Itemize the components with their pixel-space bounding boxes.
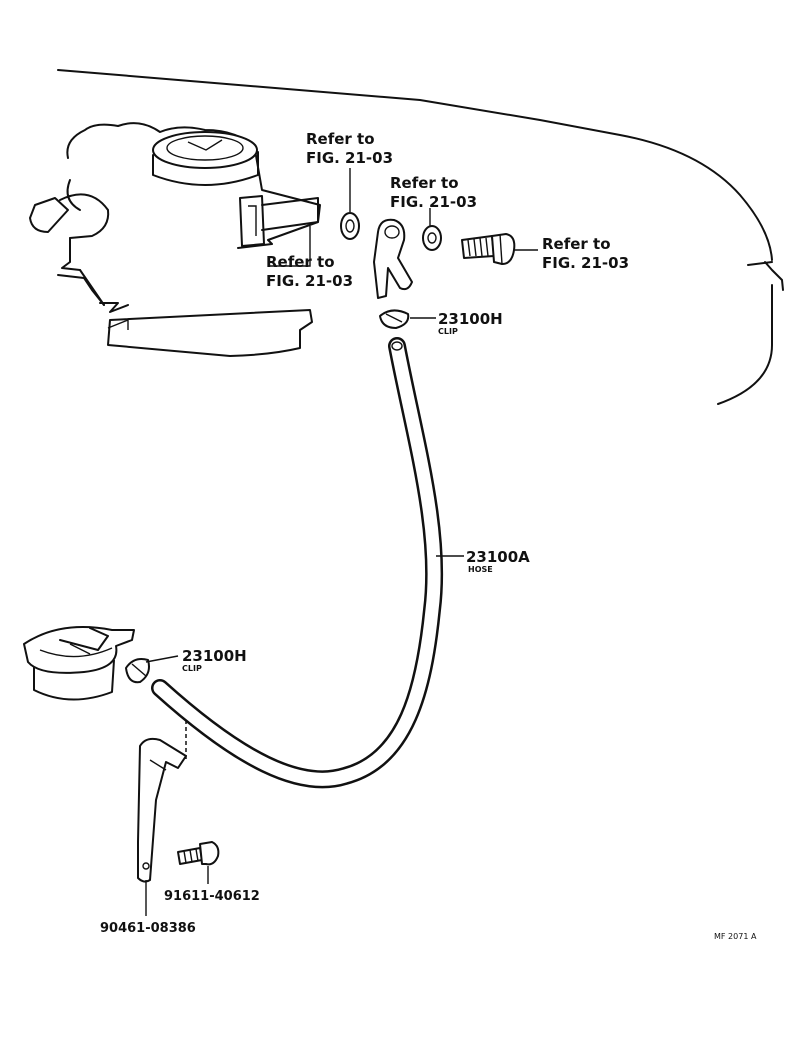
clip-top xyxy=(379,309,410,329)
leader-lines xyxy=(145,168,538,916)
clip-bottom xyxy=(125,658,150,684)
refer-washer-1-line1: Refer to xyxy=(306,130,375,148)
fuel-filter xyxy=(23,626,135,701)
union-fitting xyxy=(373,218,413,299)
refer-carb-line2: FIG. 21-03 xyxy=(266,272,353,290)
refer-bolt-line2: FIG. 21-03 xyxy=(542,254,629,272)
bracket-part-number: 90461-08386 xyxy=(100,921,196,936)
refer-washer-2-line1: Refer to xyxy=(390,174,459,192)
washer-1 xyxy=(340,212,360,240)
union-bolt xyxy=(461,233,516,265)
clip-bottom-name: CLIP xyxy=(182,664,202,673)
refer-washer-2-line2: FIG. 21-03 xyxy=(390,193,477,211)
bracket-screw xyxy=(177,841,220,866)
hose-bracket xyxy=(137,737,187,883)
clip-bottom-part-number: 23100H xyxy=(182,647,247,665)
carburetor-assembly xyxy=(29,122,321,357)
screw-part-number: 91611-40612 xyxy=(164,889,260,904)
refer-washer-1-line2: FIG. 21-03 xyxy=(306,149,393,167)
fuel-hose xyxy=(151,337,444,789)
washer-2 xyxy=(422,225,442,251)
hose-part-number: 23100A xyxy=(466,548,530,566)
refer-bolt-line1: Refer to xyxy=(542,235,611,253)
clip-top-name: CLIP xyxy=(438,327,458,336)
fuel-tank xyxy=(57,69,784,405)
figure-code: MF 2071 A xyxy=(714,932,757,941)
hose-name: HOSE xyxy=(468,565,493,574)
refer-carb-line1: Refer to xyxy=(266,253,335,271)
clip-top-part-number: 23100H xyxy=(438,310,503,328)
